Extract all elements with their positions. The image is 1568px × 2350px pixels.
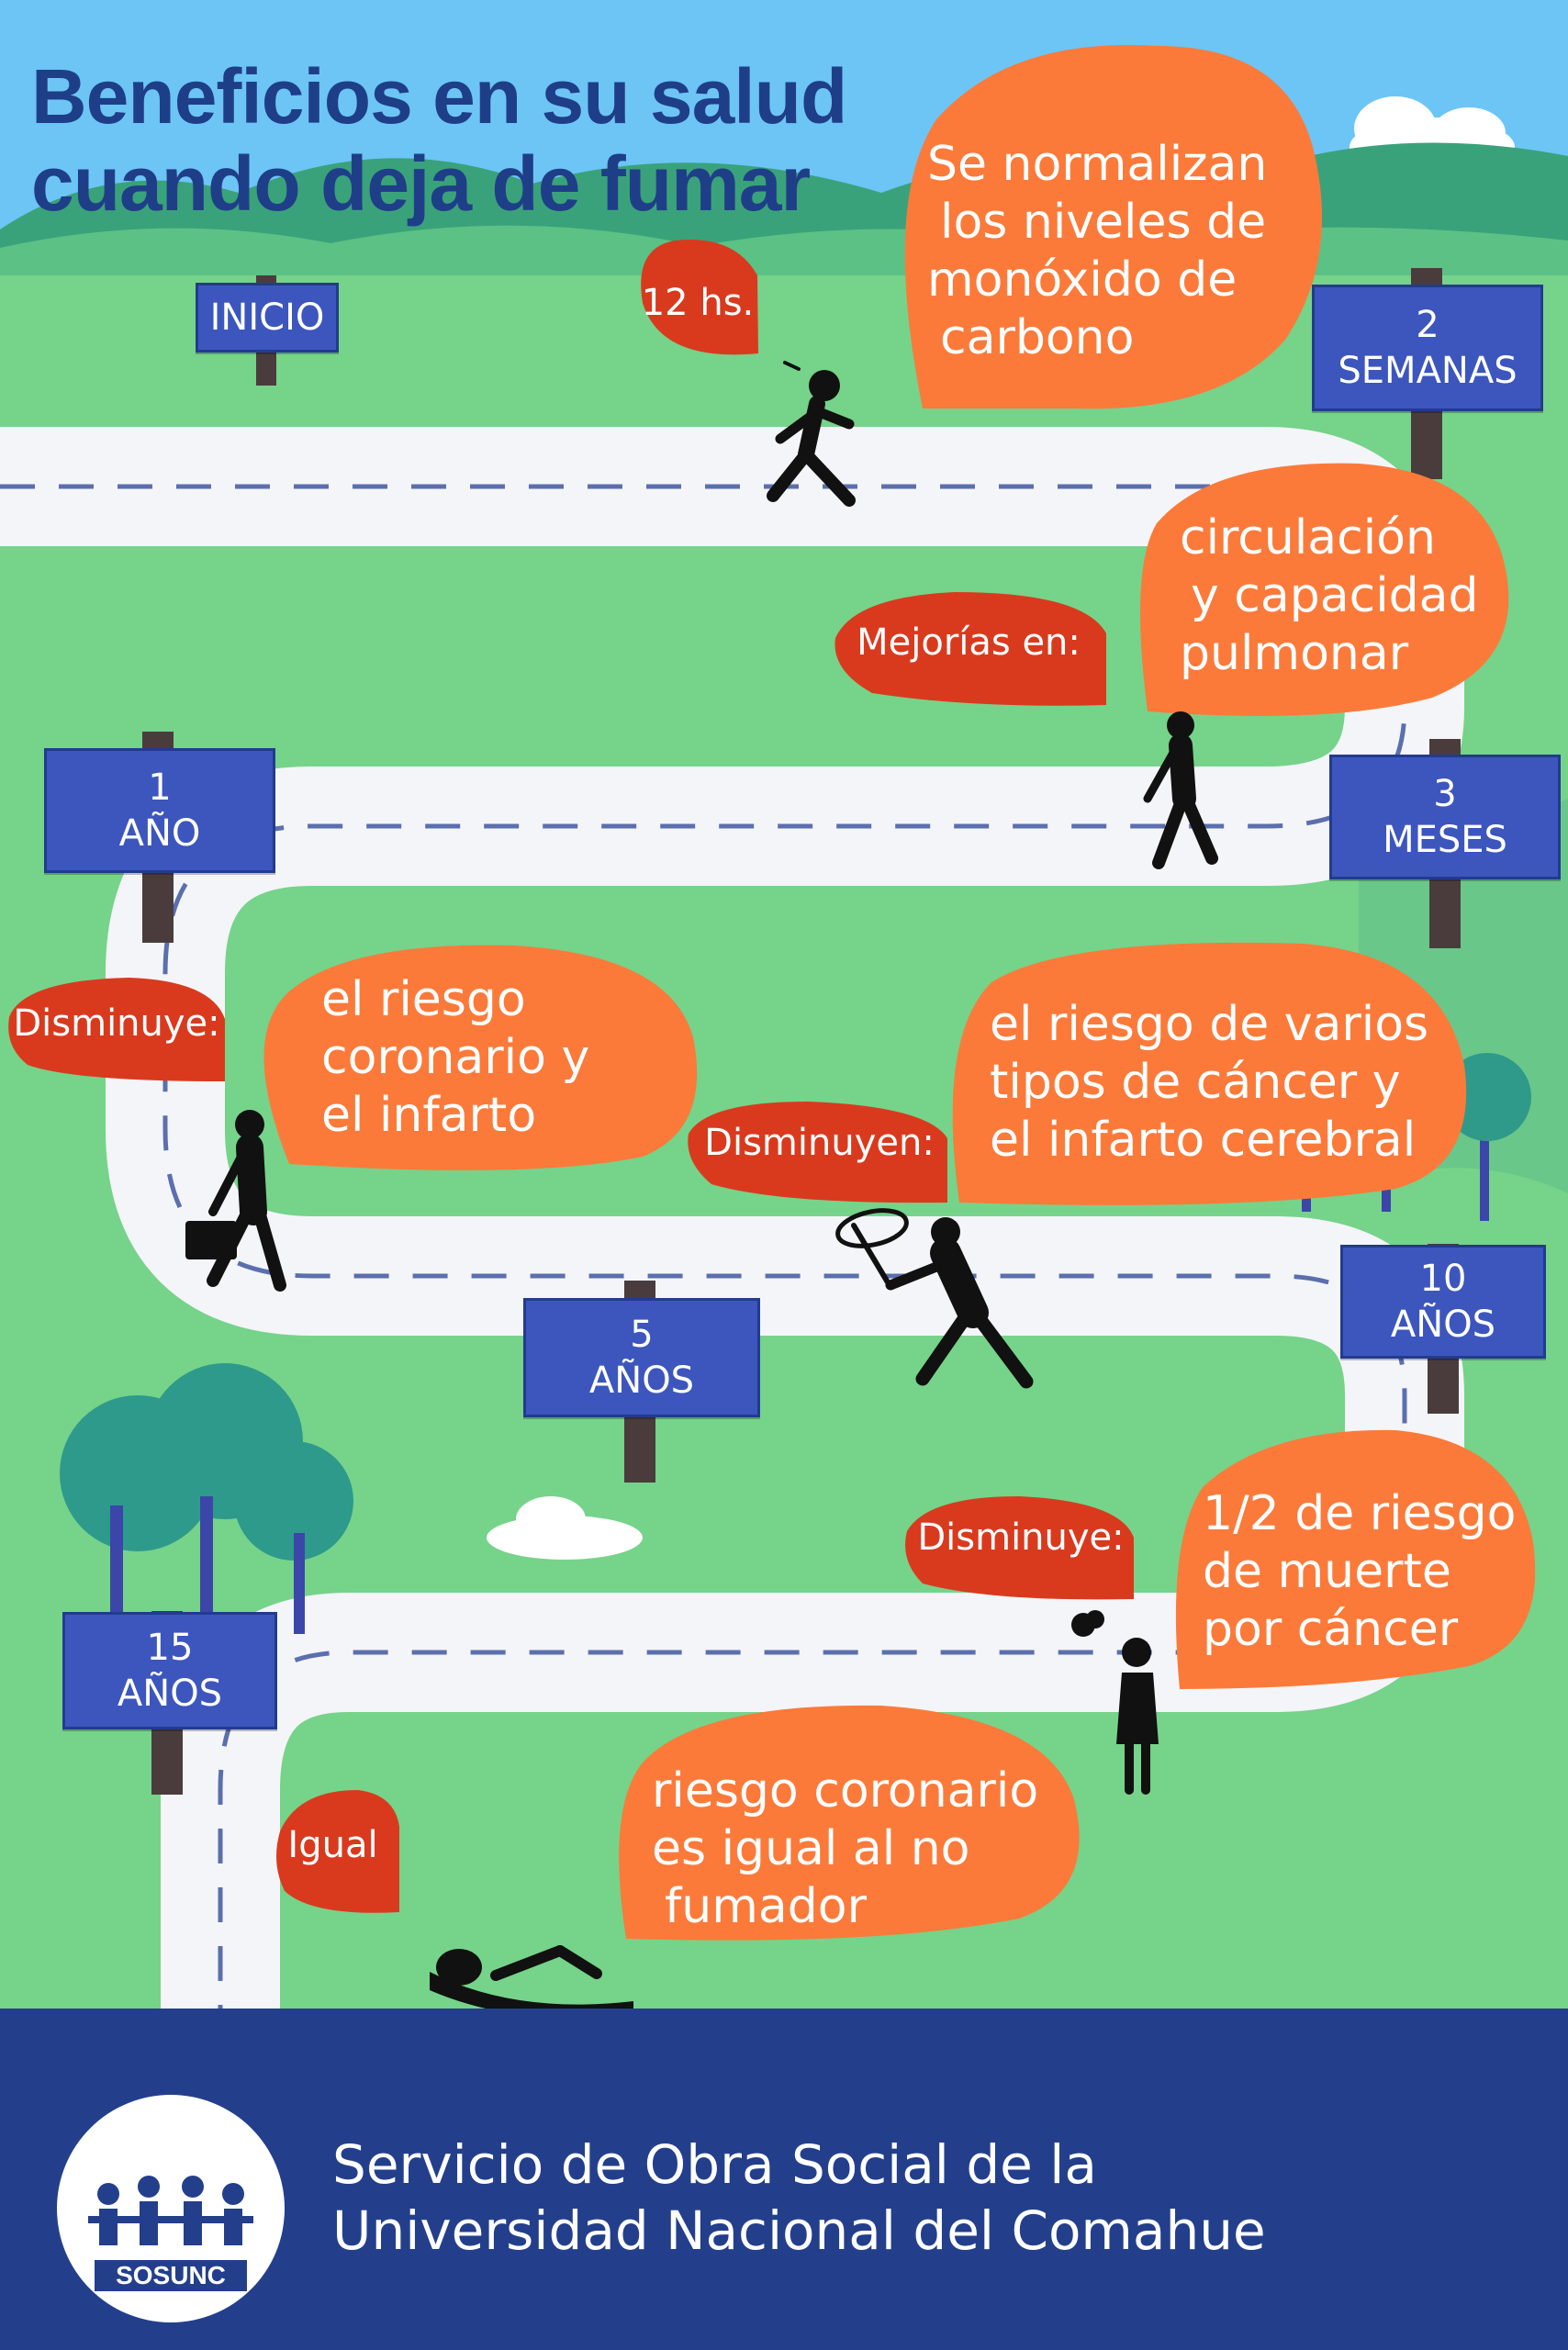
title-line-1: Beneficios en su salud (31, 53, 847, 140)
sign-2-semanas-unit: SEMANAS (1338, 350, 1518, 392)
organization-name-line-2: Universidad Nacional del Comahue (332, 2199, 1266, 2262)
organization-name-line-1: Servicio de Obra Social de la (332, 2133, 1097, 2196)
bubble-circulacion-shape (1140, 463, 1509, 716)
bubble-mejorias-shape (834, 592, 1106, 706)
bubble-coronario-line-1: el riesgo (321, 972, 526, 1027)
speech-bubbles-red (8, 240, 1134, 1913)
bubble-disminuyen-shape (688, 1102, 947, 1203)
bubble-igual-text: Igual (287, 1824, 378, 1866)
bubble-muerte-line-2: de muerte (1203, 1544, 1451, 1599)
bubble-circulacion-line-2: y capacidad (1191, 568, 1479, 623)
walking-person-icon (1143, 711, 1218, 869)
bubble-igual: Igual (275, 1818, 390, 1873)
bubble-monoxido-line-4: carbono (940, 310, 1135, 365)
bubble-mejorias-text: Mejorías en: (857, 621, 1081, 664)
bubble-disminuyen: Disminuyen: (693, 1115, 946, 1170)
sign-5-anos-number: 5 (630, 1314, 654, 1356)
bubble-disminuye1-shape (8, 978, 225, 1081)
sign-10-anos-unit: AÑOS (1390, 1304, 1496, 1346)
sign-3-meses-unit: MESES (1383, 819, 1507, 861)
bubble-cancer: el riesgo de varios tipos de cáncer y el… (990, 996, 1467, 1169)
people-icon (88, 2176, 253, 2245)
sign-5-anos: 5 AÑOS (523, 1298, 760, 1417)
bubble-circulacion-line-1: circulación (1180, 510, 1436, 565)
sign-15-anos-number: 15 (146, 1627, 194, 1669)
title-line-2: cuando deja de fumar (31, 140, 811, 227)
sign-10-anos-number: 10 (1419, 1258, 1467, 1300)
speech-bubbles-orange (263, 45, 1536, 1941)
sign-3-meses: 3 MESES (1329, 755, 1561, 879)
bubble-cancer-line-1: el riesgo de varios (990, 997, 1429, 1052)
bubble-12hs-text: 12 hs. (641, 282, 755, 324)
sign-2-semanas: 2 SEMANAS (1312, 285, 1543, 411)
logo-text: SOSUNC (95, 2260, 247, 2291)
bubble-monoxido-shape (904, 45, 1322, 409)
bubble-coronario-line-2: coronario y (321, 1030, 590, 1085)
tree-icon (60, 1363, 353, 1634)
bubble-igual-shape (276, 1790, 399, 1913)
sign-inicio-label: INICIO (209, 297, 325, 339)
standing-woman-icon (1071, 1610, 1159, 1795)
bubble-disminuye2-shape (905, 1496, 1134, 1600)
bubble-12hs: 12 hs. (633, 275, 762, 330)
cloud-icon (487, 1496, 643, 1560)
bubble-disminuye-1-text: Disminuye: (13, 1002, 220, 1045)
sign-15-anos: 15 AÑOS (62, 1612, 277, 1729)
bubble-coronario-shape (263, 945, 698, 1170)
sign-1-ano: 1 AÑO (44, 748, 275, 873)
bubble-12hs-shape (641, 240, 758, 355)
bubble-monoxido-line-1: Se normalizan (927, 137, 1268, 192)
bubble-mejorias: Mejorías en: (835, 615, 1102, 670)
bubble-no-fumador: riesgo coronario es igual al no fumador (652, 1762, 1074, 1936)
bubble-muerte-line-3: por cáncer (1203, 1602, 1459, 1657)
bubble-circulacion-line-3: pulmonar (1180, 626, 1409, 681)
bubble-disminuye-2-text: Disminuye: (917, 1516, 1125, 1559)
bubble-no-fumador-shape (619, 1705, 1080, 1941)
bubble-muerte-line-1: 1/2 de riesgo (1203, 1486, 1517, 1541)
sign-1-ano-number: 1 (148, 767, 172, 809)
bubble-disminuyen-text: Disminuyen: (704, 1122, 935, 1164)
bubble-coronario: el riesgo coronario y el infarto (321, 971, 689, 1145)
bubble-monoxido-line-2: los niveles de (940, 195, 1267, 250)
lying-person-icon (430, 1945, 633, 2020)
bubble-coronario-line-3: el infarto (321, 1088, 537, 1143)
running-person-icon (767, 361, 856, 507)
sign-15-anos-unit: AÑOS (117, 1673, 223, 1715)
bubble-cancer-shape (952, 942, 1467, 1205)
sign-1-ano-unit: AÑO (118, 812, 201, 855)
bubble-disminuye-2: Disminuye: (911, 1510, 1131, 1565)
sign-2-semanas-number: 2 (1416, 304, 1439, 346)
bubble-no-fumador-line-1: riesgo coronario (652, 1763, 1039, 1818)
organization-name: Servicio de Obra Social de la Universida… (332, 2132, 1266, 2264)
bubble-monoxido: Se normalizan los niveles de monóxido de… (927, 136, 1304, 367)
bubble-no-fumador-line-2: es igual al no (652, 1821, 970, 1876)
bubble-disminuye-1: Disminuye: (7, 996, 226, 1051)
sign-5-anos-unit: AÑOS (588, 1360, 695, 1402)
bubble-muerte: 1/2 de riesgo de muerte por cáncer (1203, 1485, 1542, 1659)
bubble-cancer-line-2: tipos de cáncer y (990, 1055, 1401, 1110)
bubble-monoxido-line-3: monóxido de (927, 252, 1238, 308)
sign-10-anos: 10 AÑOS (1340, 1245, 1546, 1359)
bubble-cancer-line-3: el infarto cerebral (990, 1113, 1417, 1168)
businessman-icon (185, 1110, 286, 1292)
bubble-muerte-shape (1175, 1429, 1536, 1689)
sign-inicio: INICIO (196, 283, 339, 352)
bubble-no-fumador-line-3: fumador (665, 1879, 867, 1934)
sign-3-meses-number: 3 (1433, 773, 1457, 815)
bubble-circulacion: circulación y capacidad pulmonar (1180, 509, 1519, 683)
butterfly-net-person-icon (835, 1208, 1034, 1389)
page-title: Beneficios en su salud cuando deja de fu… (31, 53, 847, 228)
